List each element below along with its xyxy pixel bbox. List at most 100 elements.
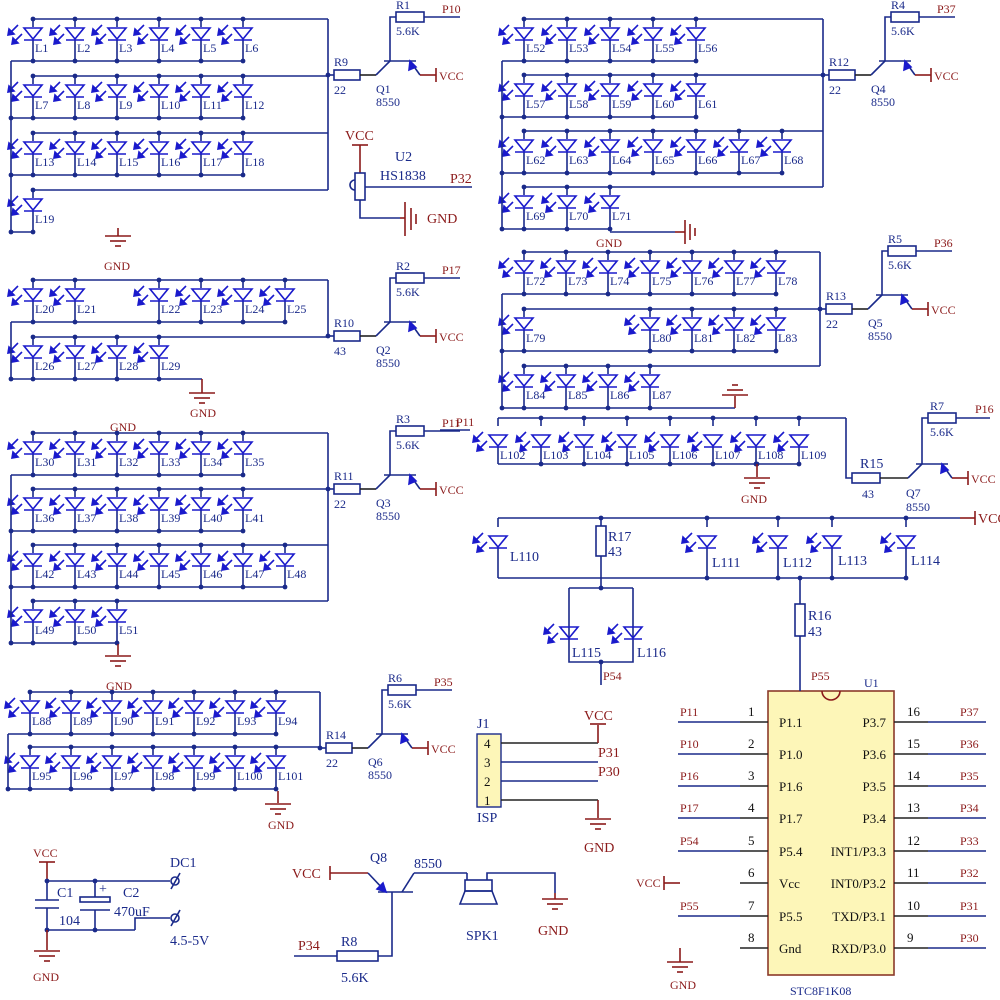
led-arrowhead [472, 535, 481, 544]
led-label: L79 [526, 331, 545, 345]
led-label: L76 [694, 274, 713, 288]
led-arrowhead [810, 544, 819, 553]
led: L83 [750, 314, 797, 345]
led: L7 [7, 81, 48, 112]
net-label-p55: P55 [811, 669, 830, 683]
port-net-label: P17 [442, 263, 461, 277]
ir-receiver-lens-icon [349, 179, 356, 191]
led-label: L111 [712, 556, 741, 571]
led-triangle [723, 317, 745, 331]
header-body [476, 733, 502, 808]
transistor-ref: Q1 [376, 82, 391, 96]
led: L23 [175, 285, 222, 316]
mcu-pin-name: INT0/P3.2 [831, 876, 886, 891]
transistor-arrowhead [408, 473, 418, 486]
led: L36 [7, 494, 54, 525]
mcu-pin-number: 11 [907, 865, 920, 880]
led-label: L88 [32, 714, 51, 728]
led: L94 [250, 697, 297, 728]
led-triangle [190, 288, 212, 302]
led-arrowhead [8, 709, 17, 718]
led: L18 [217, 138, 264, 169]
terminal-icon [170, 913, 180, 923]
led-arrowhead [540, 260, 549, 269]
led: L20 [7, 285, 54, 316]
led-triangle [22, 553, 44, 567]
led: L75 [624, 257, 671, 288]
led: L10 [133, 81, 180, 112]
led-triangle [597, 374, 619, 388]
resistor-body [927, 412, 957, 424]
mcu-pin-name: RXD/P3.0 [831, 941, 886, 956]
led-arrowhead [7, 441, 16, 450]
led-arrowhead [502, 326, 511, 335]
led-label: L25 [287, 302, 306, 316]
pnp-transistor-icon [867, 293, 913, 310]
led-arrowhead [49, 709, 58, 718]
led-arrowhead [172, 764, 181, 773]
led-triangle [148, 497, 170, 511]
pull-resistor-ref: R5 [888, 232, 902, 246]
led-arrowhead [730, 434, 739, 443]
resistor-body [887, 245, 917, 257]
transistor-collector-lead [367, 733, 383, 749]
led-arrowhead [476, 443, 485, 452]
header-pin-number: 1 [484, 793, 491, 808]
mcu-pin-number: 1 [748, 704, 755, 719]
led-arrowhead [670, 326, 679, 335]
led-label: L59 [612, 97, 631, 111]
mcu-net-label: P16 [680, 769, 699, 783]
led-triangle [639, 317, 661, 331]
led-arrowhead [221, 150, 230, 159]
led-arrowhead [627, 139, 636, 148]
pull-resistor-value: 5.6K [396, 24, 420, 38]
pull-resistor-value: 5.6K [930, 425, 954, 439]
led-arrowhead [179, 93, 188, 102]
led-arrowhead [4, 700, 13, 709]
pnp-transistor-icon [375, 320, 421, 337]
led-triangle [642, 139, 664, 153]
led: L96 [45, 752, 92, 783]
ground-icon [744, 477, 770, 489]
led-arrowhead [263, 297, 272, 306]
led [472, 532, 509, 553]
led: L47 [217, 550, 264, 581]
led-label: L32 [119, 455, 138, 469]
led-triangle [895, 535, 917, 549]
led-arrowhead [756, 544, 765, 553]
led [543, 623, 580, 644]
transistor-part: 8550 [906, 500, 930, 514]
led-triangle [232, 84, 254, 98]
led-triangle [22, 84, 44, 98]
led-arrowhead [91, 84, 100, 93]
led-arrowhead [708, 317, 717, 326]
led-arrowhead [179, 506, 188, 515]
led-triangle [148, 141, 170, 155]
led-triangle [22, 497, 44, 511]
led: L107 [687, 431, 740, 462]
ground-label: GND [268, 818, 294, 832]
header-pin-number: 3 [484, 755, 491, 770]
led-arrowhead [752, 535, 761, 544]
transistor-arrowhead [940, 462, 950, 475]
led: L32 [91, 438, 138, 469]
led-arrowhead [750, 317, 759, 326]
led-triangle [22, 198, 44, 212]
led: L93 [209, 697, 256, 728]
led-triangle [101, 755, 123, 769]
transistor-arrowhead [900, 293, 910, 306]
led-arrowhead [558, 434, 567, 443]
led-arrowhead [627, 83, 636, 92]
base-resistor-ref: R13 [826, 289, 846, 303]
led-arrowhead [53, 562, 62, 571]
led-triangle [60, 700, 82, 714]
c1-value: 104 [59, 914, 80, 929]
speaker-body [464, 879, 493, 892]
ir-output-net: P32 [450, 172, 472, 187]
vcc-label: VCC [431, 742, 456, 756]
resistor-body [851, 472, 881, 484]
